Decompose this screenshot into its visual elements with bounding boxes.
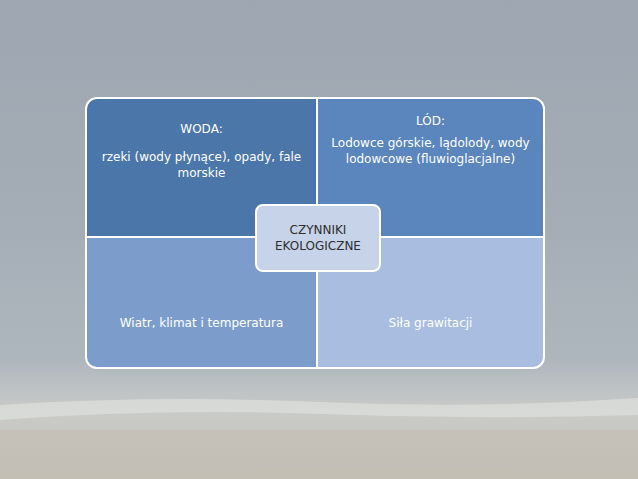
sand <box>0 430 638 479</box>
box-text: Siła grawitacji <box>389 315 473 331</box>
wave-foam <box>0 398 638 420</box>
box-text: CZYNNIKI EKOLOGICZNE <box>263 222 373 254</box>
box-text: Lodowce górskie, lądolody, wody lodowcow… <box>330 135 531 167</box>
box-text: rzeki (wody płynące), opady, fale morski… <box>99 149 304 181</box>
box-heading: LÓD: <box>416 113 445 129</box>
box-heading: WODA: <box>180 121 222 137</box>
box-text: Wiatr, klimat i temperatura <box>120 315 284 331</box>
central-box: CZYNNIKI EKOLOGICZNE <box>255 204 381 272</box>
